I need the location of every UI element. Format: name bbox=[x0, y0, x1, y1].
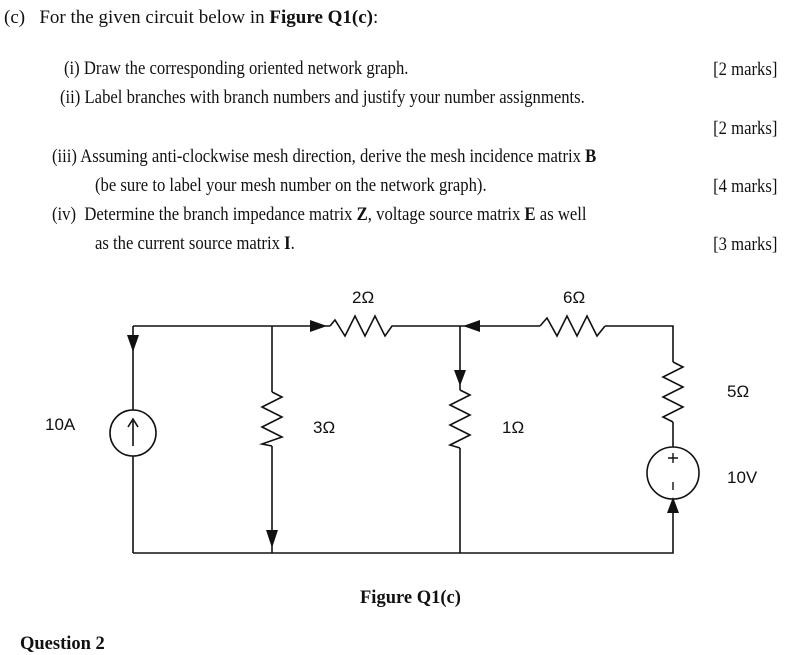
matrix-i: I bbox=[284, 234, 291, 254]
item-iv-text-a: Determine the branch impedance matrix bbox=[84, 205, 357, 225]
item-ii-marks: [2 marks] bbox=[712, 119, 777, 139]
intro-figure-ref: Figure Q1(c) bbox=[269, 7, 373, 28]
resistor-1ohm bbox=[447, 389, 472, 449]
item-iv-text-c: as well bbox=[535, 205, 587, 225]
matrix-z: Z bbox=[356, 205, 368, 225]
item-iii-text: Assuming anti-clockwise mesh direction, … bbox=[80, 147, 586, 167]
item-i-marks: [2 marks] bbox=[712, 60, 777, 80]
intro-text: For the given circuit below in bbox=[39, 7, 270, 28]
item-iv: (iv) Determine the branch impedance matr… bbox=[52, 206, 646, 225]
wires bbox=[132, 325, 674, 554]
item-i-text: Draw the corresponding oriented network … bbox=[83, 59, 409, 79]
label-10a: 10A bbox=[45, 415, 76, 434]
item-iv-text-e: . bbox=[290, 234, 295, 254]
voltage-source bbox=[646, 446, 700, 500]
figure-caption: Figure Q1(c) bbox=[360, 588, 461, 608]
item-i: (i) Draw the corresponding oriented netw… bbox=[64, 60, 447, 79]
part-label: (c) bbox=[4, 7, 26, 28]
item-iii-cont: (be sure to label your mesh number on th… bbox=[95, 177, 530, 196]
matrix-b: B bbox=[585, 147, 597, 167]
item-ii: (ii) Label branches with branch numbers … bbox=[60, 89, 643, 108]
branch-arrows bbox=[127, 320, 679, 548]
question-header: (c) For the given circuit below in Figur… bbox=[4, 8, 378, 27]
item-i-number: (i) bbox=[64, 59, 80, 79]
item-iv-text-d: as the current source matrix bbox=[95, 234, 285, 254]
wire-top-right bbox=[605, 325, 674, 362]
label-1ohm: 1Ω bbox=[502, 418, 524, 437]
intro-end: : bbox=[373, 7, 379, 28]
wire-bottom bbox=[133, 500, 674, 554]
arrow-vsource-up bbox=[667, 497, 679, 513]
resistor-6ohm bbox=[539, 314, 606, 338]
current-source-arrow-head bbox=[127, 417, 139, 428]
item-ii-number: (ii) bbox=[60, 88, 81, 108]
item-ii-text: Label branches with branch numbers and j… bbox=[84, 88, 585, 108]
label-3ohm: 3Ω bbox=[313, 418, 335, 437]
item-iv-number: (iv) bbox=[52, 205, 77, 225]
resistor-5ohm bbox=[661, 361, 685, 423]
arrow-2ohm-right bbox=[310, 320, 327, 332]
label-5ohm: 5Ω bbox=[727, 382, 749, 401]
label-2ohm: 2Ω bbox=[352, 288, 374, 307]
next-question-heading: Question 2 bbox=[20, 634, 105, 654]
plus-sign bbox=[668, 453, 678, 463]
label-6ohm: 6Ω bbox=[563, 288, 585, 307]
current-source bbox=[109, 409, 157, 457]
arrow-1ohm-down bbox=[454, 370, 466, 386]
arrow-left-down bbox=[127, 335, 139, 352]
item-iv-cont: as the current source matrix I. bbox=[95, 235, 317, 254]
arrow-3ohm-down bbox=[266, 530, 278, 548]
arrow-6ohm-left bbox=[463, 320, 480, 332]
item-iii-number: (iii) bbox=[52, 147, 77, 167]
item-iv-text-b: , voltage source matrix bbox=[367, 205, 525, 225]
item-iv-marks: [3 marks] bbox=[712, 235, 777, 255]
item-iii-text-cont: (be sure to label your mesh number on th… bbox=[95, 176, 487, 196]
resistor-3ohm bbox=[258, 391, 285, 447]
item-iii-marks: [4 marks] bbox=[712, 177, 777, 197]
item-iii: (iii) Assuming anti-clockwise mesh direc… bbox=[52, 148, 657, 167]
matrix-e: E bbox=[524, 205, 536, 225]
resistor-2ohm bbox=[329, 314, 398, 338]
label-10v: 10V bbox=[727, 468, 758, 487]
